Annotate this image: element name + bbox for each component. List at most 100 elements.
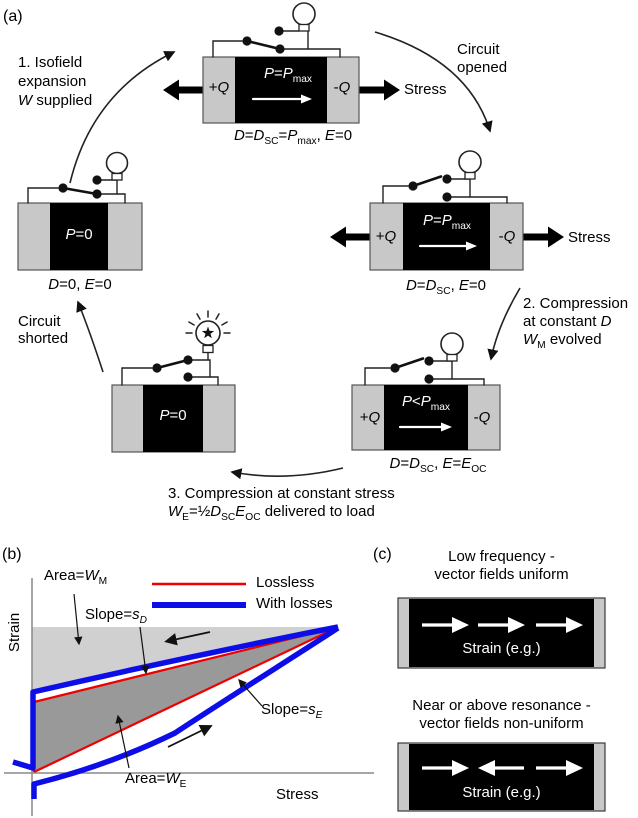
area-wm-pointer-arrow xyxy=(73,593,83,646)
legend-lossless-label: Lossless xyxy=(256,574,315,591)
stress-label-top: Stress xyxy=(404,81,447,98)
area-we-pointer-arrow xyxy=(115,714,130,769)
strain-eg-label-bottom: Strain (e.g.) xyxy=(462,784,541,801)
stress-label-right: Stress xyxy=(568,229,611,246)
step1-line2: expansion xyxy=(18,73,87,90)
cycle-arrows xyxy=(69,31,521,480)
step1-line1: 1. Isofield xyxy=(18,54,83,71)
dielectric xyxy=(235,57,327,123)
y-axis-label: Strain xyxy=(6,612,23,652)
switch-contact xyxy=(424,374,434,384)
dielectric xyxy=(384,385,468,450)
stress-arrow-left-icon xyxy=(163,79,203,101)
wires xyxy=(121,351,219,386)
charge-plus-bottom-right: +Q xyxy=(359,409,381,426)
caption-left: D=0, E=0 xyxy=(48,276,112,293)
circuit-shorted-line1: Circuit xyxy=(18,313,61,330)
dielectric xyxy=(50,203,108,270)
dielectric xyxy=(143,385,203,452)
dielectric xyxy=(409,744,594,810)
uniform-field-arrows xyxy=(422,617,583,633)
strain-stress-chart xyxy=(4,578,374,816)
wires xyxy=(212,30,341,58)
p-label-left: P=0 xyxy=(65,226,93,243)
slope-se-label: Slope=sE xyxy=(261,701,323,721)
switch-contact xyxy=(152,363,162,373)
bulb-base xyxy=(464,171,476,180)
charge-plus-top: +Q xyxy=(208,79,230,96)
step1-line3: W supplied xyxy=(18,92,93,109)
slope-sd-label: Slope=sD xyxy=(85,606,147,626)
resonance-title-line2: vector fields non-uniform xyxy=(419,715,584,732)
polarization-arrowhead xyxy=(441,422,452,432)
bulb-base xyxy=(446,353,458,362)
device-bottom-middle xyxy=(111,310,236,453)
charge-plus-right: +Q xyxy=(375,228,397,245)
step2-cycle-arrow xyxy=(487,287,521,361)
step2-line3: WM evolved xyxy=(523,331,602,351)
switch-contact xyxy=(442,192,452,202)
low-freq-title-line1: Low frequency - xyxy=(448,548,555,565)
switch-contact xyxy=(183,355,193,365)
area-wm-region xyxy=(32,627,338,692)
device-bottom-right xyxy=(351,332,501,451)
bulb-base xyxy=(298,23,310,32)
step2-line1: 2. Compression xyxy=(523,295,629,312)
non-uniform-field-arrows xyxy=(422,760,583,776)
p-label-bottom-right: P<Pmax xyxy=(401,393,451,413)
p-label-right: P=Pmax xyxy=(422,212,472,232)
stress-arrow-right-icon xyxy=(359,79,400,101)
x-axis-label: Stress xyxy=(276,786,319,803)
polarization-arrowhead xyxy=(466,241,477,251)
switch-lever-shorted xyxy=(61,186,99,196)
switch-lever-bulb-closed xyxy=(155,358,190,370)
caption-top: D=DSC=Pmax, E=0 xyxy=(233,127,353,147)
switch-contact xyxy=(183,372,193,382)
switch-lever-open xyxy=(393,357,425,370)
resonance-bar xyxy=(397,742,606,812)
switch-contact xyxy=(274,26,284,36)
switch-contact xyxy=(58,183,68,193)
bulb-icon xyxy=(458,150,482,174)
area-wm-label: Area=WM xyxy=(44,567,108,587)
circuit-shorted-cycle-arrow xyxy=(76,300,104,373)
switch-contact xyxy=(242,36,252,46)
caption-bottom-right: D=DSC, E=EOC xyxy=(389,455,487,475)
dielectric xyxy=(409,599,594,667)
bulb-rays xyxy=(185,310,231,334)
panel-b-label: (b) xyxy=(2,546,22,563)
switch-lever-open xyxy=(411,175,443,188)
device-right xyxy=(330,150,564,271)
charge-minus-right: -Q xyxy=(498,228,516,245)
switch-contact xyxy=(390,363,400,373)
dielectric xyxy=(403,203,490,270)
low-frequency-bar xyxy=(397,597,606,669)
bulb-icon xyxy=(105,151,129,175)
p-label-bottom-middle: P=0 xyxy=(159,407,187,424)
panel-c-label: (c) xyxy=(373,546,392,563)
bulb-icon xyxy=(440,332,464,356)
caption-right: D=DSC, E=0 xyxy=(405,277,487,297)
unloading-direction-arrow xyxy=(164,631,211,646)
device-left xyxy=(17,151,143,271)
switch-contact xyxy=(92,175,102,185)
bulb-icon xyxy=(292,2,316,26)
stress-arrow-left-icon xyxy=(330,226,370,248)
loading-direction-arrow xyxy=(167,725,213,748)
with-losses-loading-curve xyxy=(31,625,340,799)
slope-se-pointer-arrow xyxy=(238,679,263,707)
switch-contact xyxy=(408,181,418,191)
slope-sd-pointer-arrow xyxy=(139,626,150,675)
p-label-top: P=Pmax xyxy=(263,65,313,85)
step3-line1: 3. Compression at constant stress xyxy=(168,485,395,502)
charge-minus-bottom-right: -Q xyxy=(473,409,491,426)
circuit-opened-cycle-arrow xyxy=(374,31,493,133)
bulb-base xyxy=(111,172,123,181)
device-top xyxy=(163,2,400,124)
circuit-shorted-line2: shorted xyxy=(18,330,69,347)
step2-line2: at constant D xyxy=(523,313,612,330)
bulb-filament-star-icon xyxy=(201,326,215,339)
area-we-label: Area=WE xyxy=(125,770,187,790)
strain-eg-label-top: Strain (e.g.) xyxy=(462,640,541,657)
